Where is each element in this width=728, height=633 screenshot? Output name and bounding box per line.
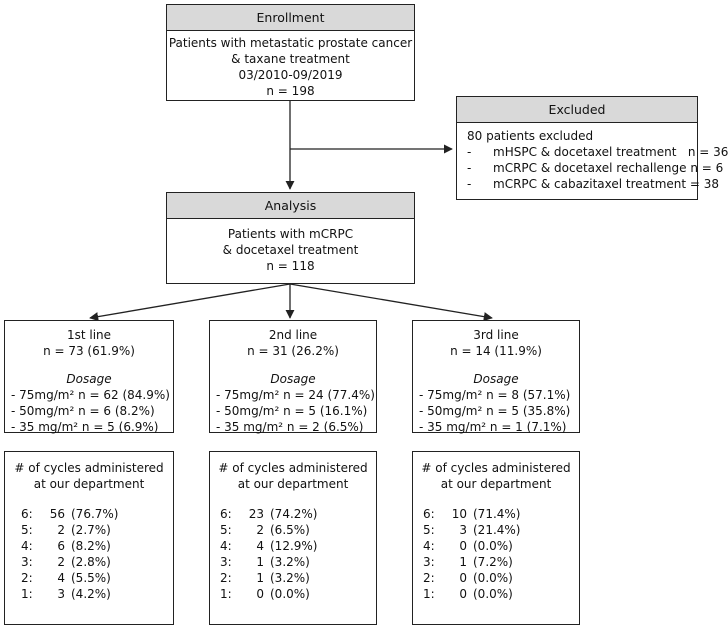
cycles-row: 1:3(4.2%) (21, 587, 111, 601)
analysis-count: n = 118 (266, 259, 315, 273)
line-count: n = 14 (11.9%) (450, 344, 542, 358)
dosage-item: - 50mg/m² n = 6 (8.2%) (11, 404, 155, 418)
cycles-row: 5:2(6.5%) (220, 523, 310, 537)
cycles-row: 2:1(3.2%) (220, 571, 310, 585)
enrollment-line: Patients with metastatic prostate cancer (168, 36, 413, 50)
cycles-row: 3:1(3.2%) (220, 555, 310, 569)
dosage-item: - 75mg/m² n = 24 (77.4%) (216, 388, 375, 402)
cycles-row: 2:4(5.5%) (21, 571, 111, 585)
cycles-row: 3:1(7.2%) (423, 555, 513, 569)
cycles-box-2nd: # of cycles administered at our departme… (209, 451, 377, 625)
cycles-row: 3:2(2.8%) (21, 555, 111, 569)
excluded-item: - mCRPC & cabazitaxel treatment = 38 (467, 177, 720, 191)
cycles-title: # of cycles administered (218, 461, 368, 475)
analysis-line: Patients with mCRPC (227, 227, 354, 241)
line-count: n = 73 (61.9%) (43, 344, 135, 358)
line-title: 2nd line (268, 328, 318, 342)
analysis-line: & docetaxel treatment (222, 243, 359, 257)
cycles-box-1st: # of cycles administered at our departme… (4, 451, 174, 625)
dosage-item: - 35 mg/m² n = 1 (7.1%) (419, 420, 567, 434)
dosage-item: - 50mg/m² n = 5 (16.1%) (216, 404, 368, 418)
dosage-item: - 75mg/m² n = 8 (57.1%) (419, 388, 571, 402)
cycles-row: 1:0(0.0%) (423, 587, 513, 601)
line-title: 1st line (66, 328, 112, 342)
dosage-label: Dosage (66, 372, 112, 386)
dosage-item: - 75mg/m² n = 62 (84.9%) (11, 388, 170, 402)
cycles-row: 4:0(0.0%) (423, 539, 513, 553)
cycles-title: at our department (237, 477, 349, 491)
cycles-title: # of cycles administered (421, 461, 571, 475)
connector-arrows (89, 101, 493, 322)
cycles-title: at our department (33, 477, 145, 491)
cycles-row: 2:0(0.0%) (423, 571, 513, 585)
excluded-item: - mHSPC & docetaxel treatment n = 36 (467, 145, 728, 159)
cycles-row: 1:0(0.0%) (220, 587, 310, 601)
excluded-summary: 80 patients excluded (467, 129, 594, 143)
cycles-row: 4:4(12.9%) (220, 539, 318, 553)
cycles-row: 6:23(74.2%) (220, 507, 318, 521)
excluded-box: Excluded 80 patients excluded - mHSPC & … (456, 96, 728, 200)
enrollment-line: 03/2010-09/2019 (238, 68, 343, 82)
enrollment-box: Enrollment Patients with metastatic pros… (166, 4, 415, 101)
cycles-row: 5:3(21.4%) (423, 523, 521, 537)
cycles-box-3rd: # of cycles administered at our departme… (412, 451, 580, 625)
enrollment-line: & taxane treatment (231, 52, 350, 66)
line-count: n = 31 (26.2%) (247, 344, 339, 358)
dosage-item: - 50mg/m² n = 5 (35.8%) (419, 404, 571, 418)
excluded-item: - mCRPC & docetaxel rechallenge n = 6 (467, 161, 724, 175)
arrow-analysis-3rd (289, 283, 493, 322)
line-box-2nd: 2nd line n = 31 (26.2%) Dosage - 75mg/m²… (209, 320, 377, 434)
dosage-label: Dosage (473, 372, 519, 386)
cycles-title: # of cycles administered (14, 461, 164, 475)
cycles-row: 6:56(76.7%) (21, 507, 119, 521)
enrollment-header: Enrollment (167, 5, 414, 31)
arrow-analysis-1st (89, 283, 291, 322)
line-box-1st: 1st line n = 73 (61.9%) Dosage - 75mg/m²… (4, 320, 174, 434)
analysis-box: Analysis Patients with mCRPC & docetaxel… (166, 192, 415, 284)
excluded-header: Excluded (457, 97, 697, 123)
cycles-row: 4:6(8.2%) (21, 539, 111, 553)
cycles-row: 6:10(71.4%) (423, 507, 521, 521)
dosage-label: Dosage (270, 372, 316, 386)
analysis-header: Analysis (167, 193, 414, 219)
enrollment-count: n = 198 (266, 84, 315, 98)
dosage-item: - 35 mg/m² n = 5 (6.9%) (11, 420, 159, 434)
cycles-title: at our department (440, 477, 552, 491)
line-box-3rd: 3rd line n = 14 (11.9%) Dosage - 75mg/m²… (412, 320, 580, 434)
dosage-item: - 35 mg/m² n = 2 (6.5%) (216, 420, 364, 434)
cycles-row: 5:2(2.7%) (21, 523, 111, 537)
line-title: 3rd line (473, 328, 519, 342)
